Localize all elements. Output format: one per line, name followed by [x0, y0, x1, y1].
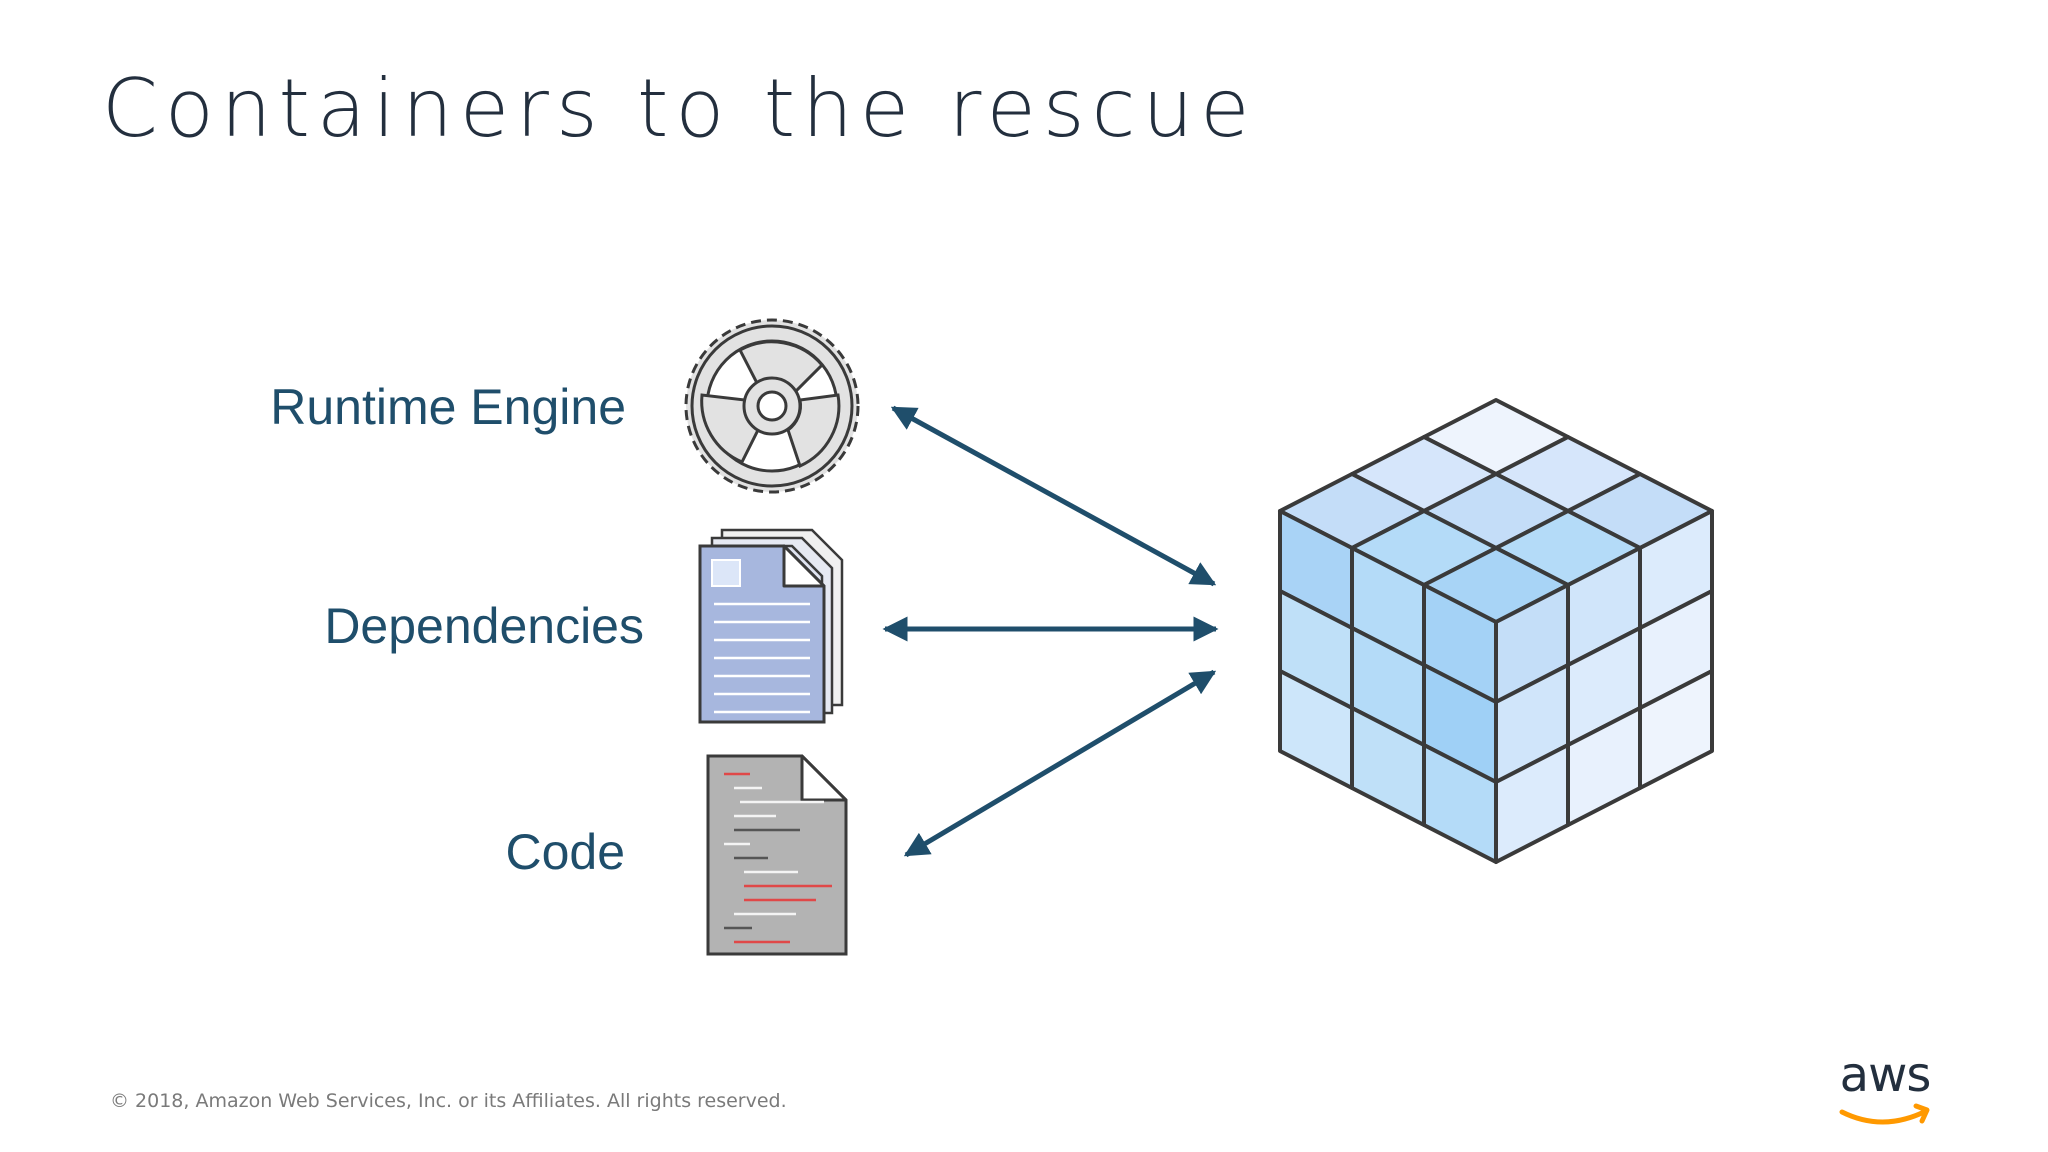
arrow-runtime-to-container — [890, 405, 1217, 587]
label-code: Code — [505, 824, 625, 880]
code-file-icon — [706, 754, 848, 956]
arrow-code-to-container — [903, 669, 1217, 858]
cube-container-icon — [1278, 398, 1714, 864]
label-dependencies: Dependencies — [324, 598, 644, 654]
aws-smile-icon — [1839, 1103, 1930, 1125]
gear-icon — [684, 318, 860, 494]
label-runtime-engine: Runtime Engine — [270, 379, 626, 435]
copyright-footer: © 2018, Amazon Web Services, Inc. or its… — [110, 1090, 787, 1112]
aws-logo: aws — [1830, 1048, 1940, 1138]
stacked-documents-icon — [698, 528, 844, 724]
aws-logo-text: aws — [1839, 1047, 1932, 1103]
slide-title: Containers to the rescue — [102, 62, 1257, 155]
